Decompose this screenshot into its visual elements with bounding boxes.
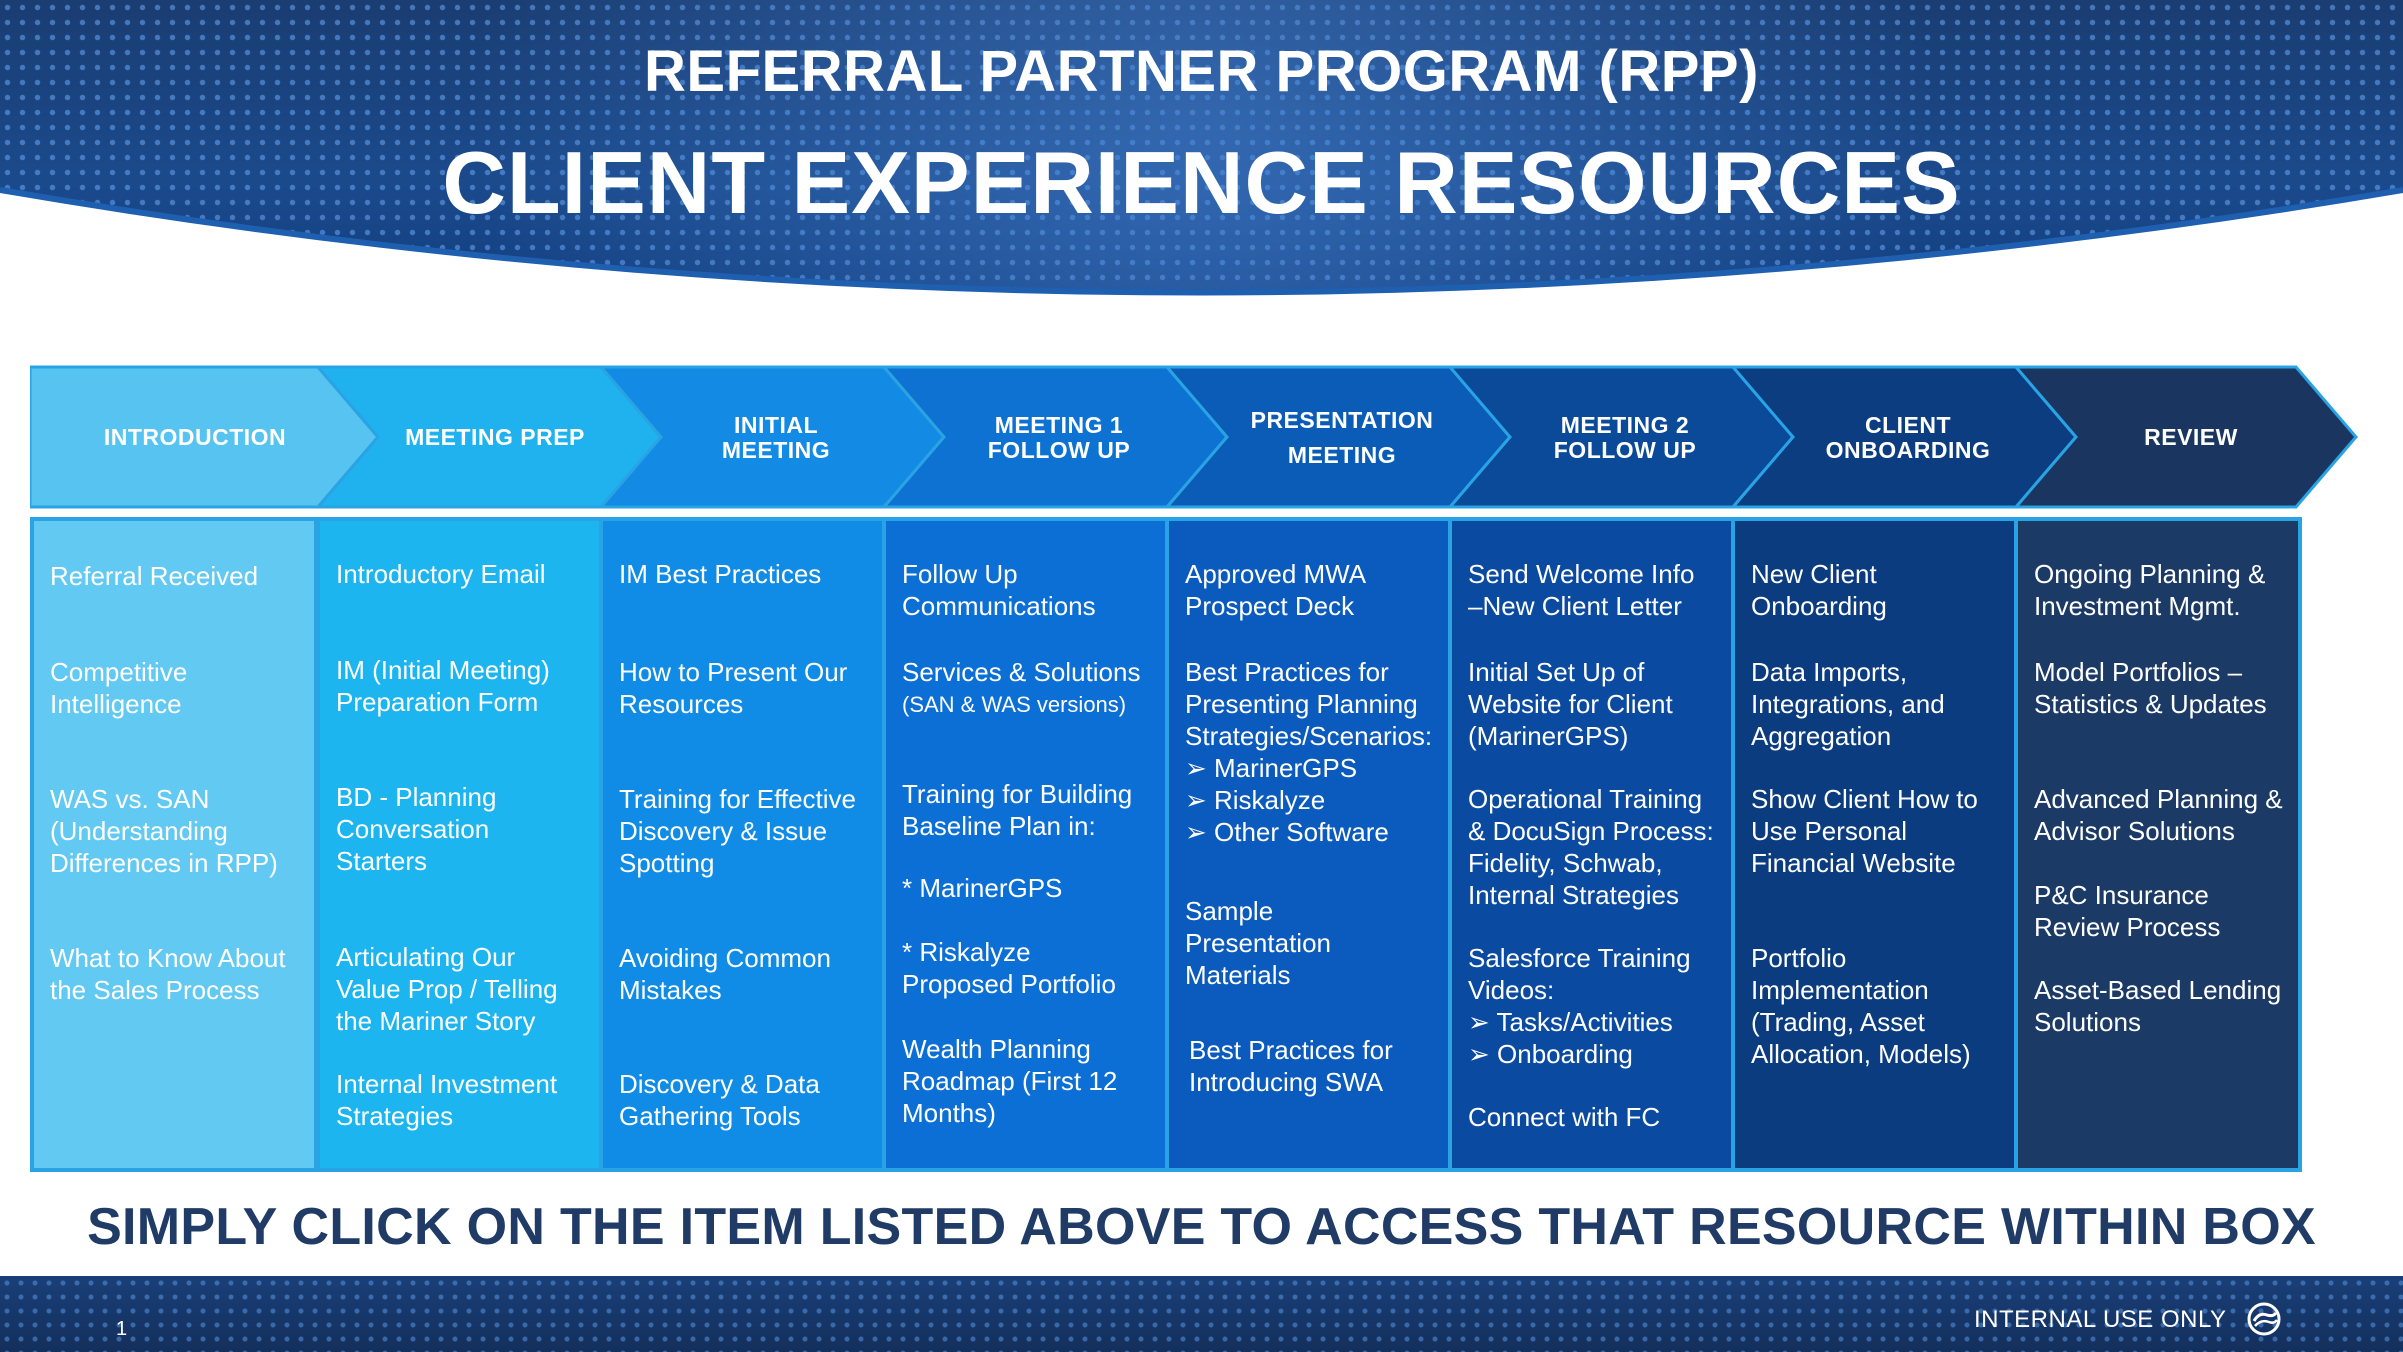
link-wealth-planning-roadmap[interactable]: Wealth Planning Roadmap (First 12 Months… [902, 1034, 1118, 1128]
stage-label-meeting2-followup: MEETING 2 FOLLOW UP [1553, 411, 1697, 463]
column-meeting-prep: Introductory Email IM (Initial Meeting) … [316, 517, 604, 1172]
stage-label-review: REVIEW [2144, 424, 2238, 450]
link-sample-presentation[interactable]: Sample Presentation Materials [1185, 896, 1331, 990]
instruction-text: SIMPLY CLICK ON THE ITEM LISTED ABOVE TO… [87, 1198, 2316, 1256]
column-meeting2-followup: Send Welcome Info –New Client Letter Ini… [1448, 517, 1736, 1172]
training-baseline-plan: Training for Building Baseline Plan in: [902, 779, 1133, 841]
link-new-client-onboarding[interactable]: New Client Onboarding [1751, 559, 1887, 621]
link-advanced-planning[interactable]: Advanced Planning & Advisor Solutions [2034, 784, 2283, 846]
link-services-solutions[interactable]: Services & Solutions [902, 657, 1141, 687]
link-competitive-intelligence[interactable]: Competitive Intelligence [50, 657, 188, 719]
link-data-imports[interactable]: Data Imports, Integrations, and Aggregat… [1751, 657, 1945, 751]
link-model-portfolios[interactable]: Model Portfolios – Statistics & Updates [2034, 657, 2267, 719]
column-initial-meeting: IM Best Practices How to Present Our Res… [599, 517, 887, 1172]
page-title: CLIENT EXPERIENCE RESOURCES [442, 133, 1961, 232]
stage-label-meeting-prep: MEETING PREP [405, 424, 585, 450]
stage-label-client-onboarding: CLIENT ONBOARDING [1825, 411, 1991, 463]
link-introductory-email[interactable]: Introductory Email [336, 559, 546, 589]
link-training-discovery[interactable]: Training for Effective Discovery & Issue… [619, 784, 856, 878]
link-present-our-resources[interactable]: How to Present Our Resources [619, 657, 848, 719]
link-riskalyze-portfolio[interactable]: * Riskalyze Proposed Portfolio [902, 937, 1116, 999]
header-curve [0, 187, 2403, 330]
column-meeting1-followup: Follow Up Communications Services & Solu… [882, 517, 1170, 1172]
services-solutions-note: (SAN & WAS versions) [902, 692, 1127, 717]
link-mariner-gps[interactable]: * MarinerGPS [902, 873, 1063, 903]
company-logo-icon [2247, 1302, 2281, 1336]
footer-background [0, 1276, 2403, 1352]
stage-label-initial-meeting: INITIAL MEETING [721, 411, 831, 463]
link-pc-insurance[interactable]: P&C Insurance Review Process [2034, 880, 2221, 942]
stage-label-introduction: INTRODUCTION [103, 424, 287, 450]
link-planning-conversation-starters[interactable]: BD - Planning Conversation Starters [336, 782, 497, 876]
stage-review-chevron[interactable] [2012, 365, 2358, 509]
internal-use-label: INTERNAL USE ONLY [1974, 1306, 2227, 1333]
link-avoiding-mistakes[interactable]: Avoiding Common Mistakes [619, 943, 831, 1005]
link-presenting-strategies[interactable]: Best Practices for Presenting Planning S… [1185, 657, 1433, 847]
link-website-setup[interactable]: Initial Set Up of Website for Client (Ma… [1468, 657, 1673, 751]
link-connect-fc[interactable]: Connect with FC [1468, 1102, 1661, 1132]
column-presentation-meeting: Approved MWA Prospect Deck Best Practice… [1165, 517, 1453, 1172]
link-discovery-data-tools[interactable]: Discovery & Data Gathering Tools [619, 1069, 820, 1131]
stage-label-meeting1-followup: MEETING 1 FOLLOW UP [987, 411, 1131, 463]
link-im-preparation-form[interactable]: IM (Initial Meeting) Preparation Form [336, 655, 550, 717]
link-salesforce-videos[interactable]: Salesforce Training Videos: ➢ Tasks/Acti… [1468, 943, 1691, 1069]
link-was-vs-san[interactable]: WAS vs. SAN (Understanding Differences i… [50, 784, 278, 878]
link-ongoing-planning[interactable]: Ongoing Planning & Investment Mgmt. [2034, 559, 2266, 621]
link-personal-financial-website[interactable]: Show Client How to Use Personal Financia… [1751, 784, 1978, 878]
column-review: Ongoing Planning & Investment Mgmt. Mode… [2014, 517, 2302, 1172]
link-im-best-practices[interactable]: IM Best Practices [619, 559, 822, 589]
page-number: 1 [116, 1318, 128, 1340]
link-referral-received[interactable]: Referral Received [50, 561, 259, 591]
process-stages [30, 365, 2358, 509]
link-internal-investment-strategies[interactable]: Internal Investment Strategies [336, 1069, 558, 1131]
link-welcome-letter[interactable]: Send Welcome Info –New Client Letter [1468, 559, 1695, 621]
column-client-onboarding: New Client Onboarding Data Imports, Inte… [1731, 517, 2019, 1172]
link-asset-based-lending[interactable]: Asset-Based Lending Solutions [2034, 975, 2282, 1037]
link-operational-training[interactable]: Operational Training & DocuSign Process:… [1468, 784, 1714, 910]
link-portfolio-implementation[interactable]: Portfolio Implementation (Trading, Asset… [1751, 943, 1971, 1069]
column-introduction: Referral Received Competitive Intelligen… [30, 517, 318, 1172]
link-introducing-swa[interactable]: Best Practices for Introducing SWA [1189, 1035, 1393, 1097]
link-sales-process[interactable]: What to Know About the Sales Process [50, 943, 286, 1005]
link-follow-up-communications[interactable]: Follow Up Communications [902, 559, 1096, 621]
link-value-prop-mariner-story[interactable]: Articulating Our Value Prop / Telling th… [336, 942, 558, 1036]
link-mwa-prospect-deck[interactable]: Approved MWA Prospect Deck [1185, 559, 1367, 621]
stage-label-presentation-meeting: PRESENTATION MEETING [1250, 406, 1434, 468]
program-title: REFERRAL PARTNER PROGRAM (RPP) [644, 39, 1759, 104]
